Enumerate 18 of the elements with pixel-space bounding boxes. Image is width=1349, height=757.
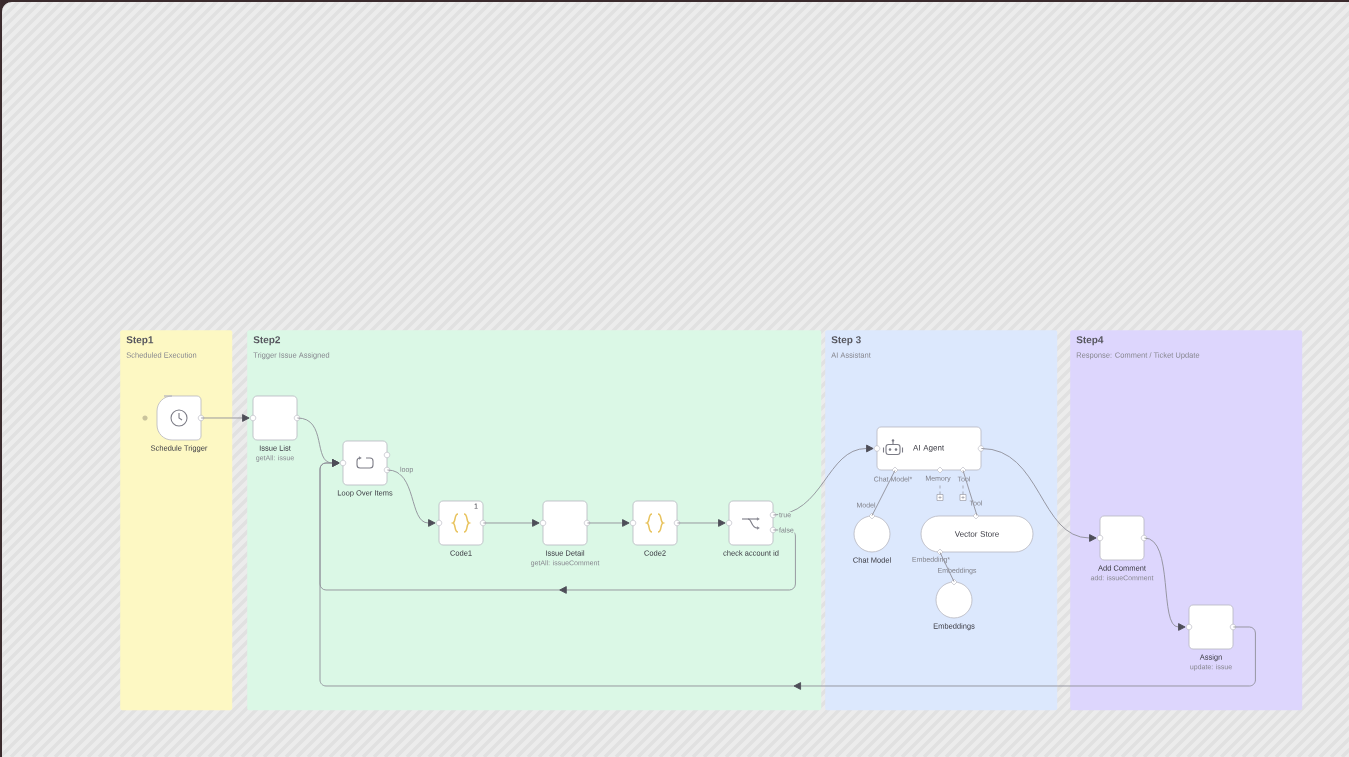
- agent-box: AI Agent: [873, 426, 985, 474]
- rounded-box: Vector Store: [920, 512, 1034, 556]
- arrow: [676, 519, 726, 527]
- arrow: [1143, 537, 1186, 631]
- arrow: [200, 414, 250, 422]
- connector-line: [939, 551, 955, 583]
- group-title: Step 3: [831, 336, 861, 346]
- group-title: Step1: [126, 336, 154, 346]
- arrow: [586, 519, 630, 527]
- connector-line: [962, 469, 978, 517]
- group-title: Step2: [253, 336, 281, 346]
- connector-line: [871, 469, 896, 517]
- arrow: [772, 444, 874, 516]
- arrow: [980, 448, 1097, 542]
- arrow: [482, 519, 540, 527]
- group-title: Step4: [1076, 336, 1104, 346]
- arrow: [386, 469, 436, 527]
- arrow: [319, 459, 1256, 690]
